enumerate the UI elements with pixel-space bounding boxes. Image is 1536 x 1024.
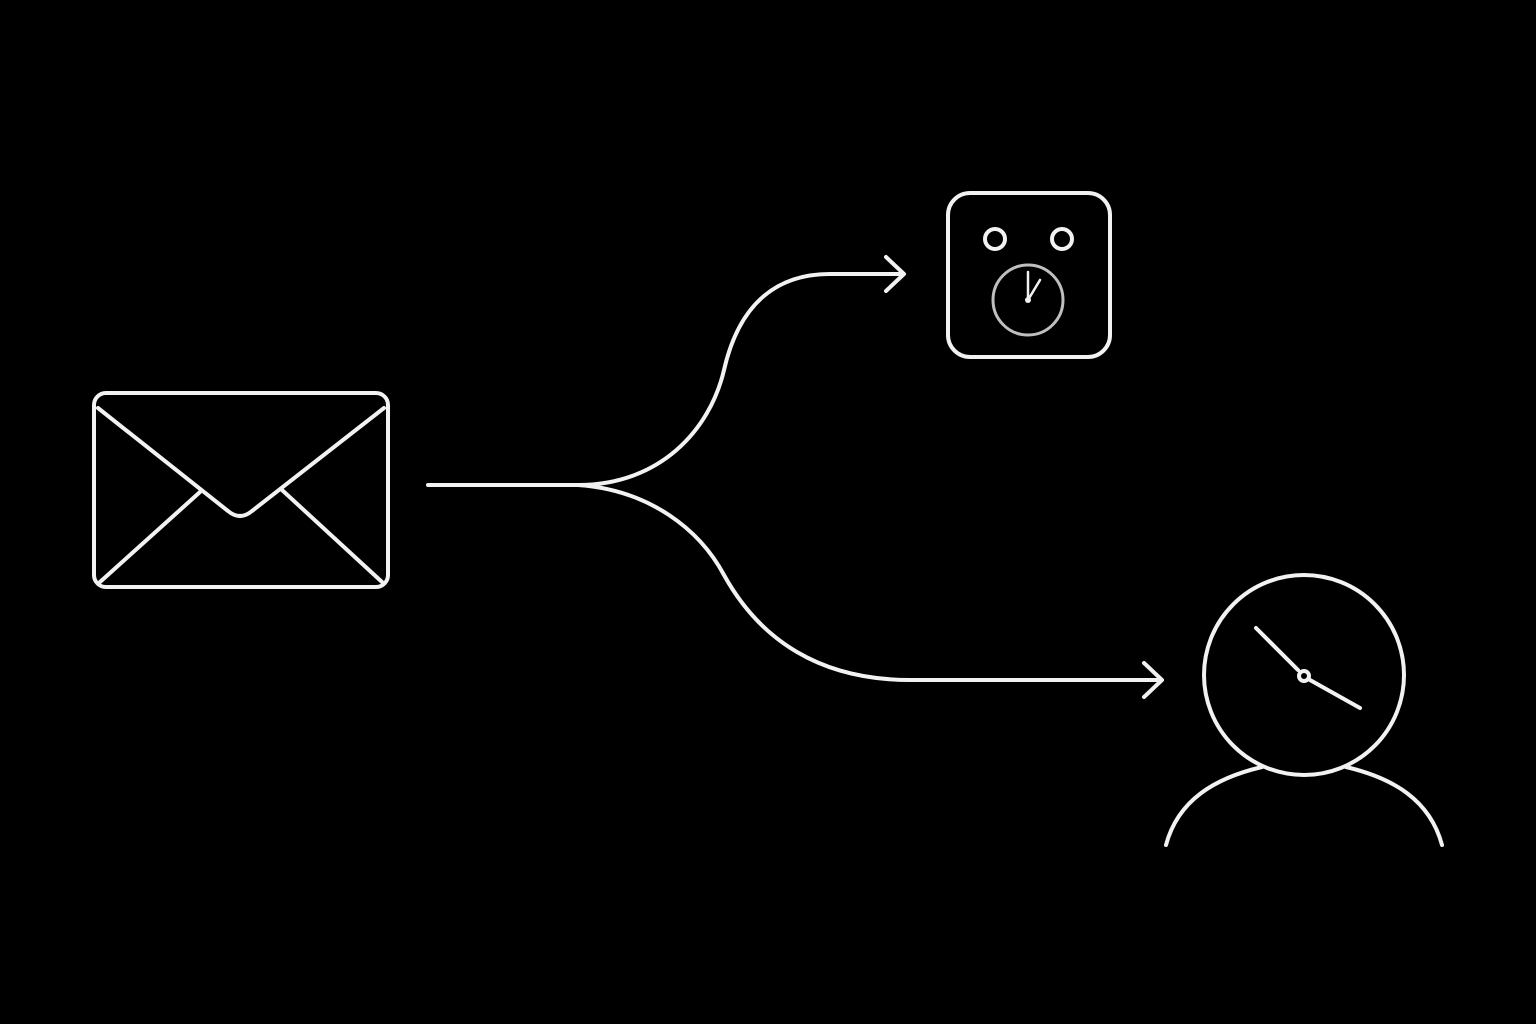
device-indicator-right: [1050, 227, 1074, 251]
person-shoulders: [1164, 765, 1444, 847]
device-dial-hand: [1026, 270, 1042, 302]
envelope-right-fold: [280, 488, 384, 584]
device-indicator-left: [983, 227, 1007, 251]
person-with-clock-head-icon: [1164, 573, 1444, 847]
arrowhead-bottom: [1142, 661, 1164, 699]
edge-to-bottom-target: [576, 483, 1162, 682]
connector-lines: [426, 255, 1164, 699]
envelope-body: [92, 391, 390, 589]
envelope-left-fold: [98, 490, 202, 584]
clock-minute-hand: [1254, 626, 1300, 672]
clock-hour-hand: [1308, 678, 1362, 710]
device-dial: [991, 263, 1065, 337]
arrowhead-top: [884, 255, 906, 293]
clock-center: [1297, 669, 1311, 683]
device-with-dial-icon: [946, 191, 1112, 359]
device-frame: [946, 191, 1112, 359]
clock-face: [1202, 573, 1406, 777]
device-dial-center: [1025, 297, 1031, 303]
edge-to-top-target: [576, 272, 904, 487]
envelope-flap: [96, 406, 386, 518]
envelope-icon: [92, 391, 390, 589]
